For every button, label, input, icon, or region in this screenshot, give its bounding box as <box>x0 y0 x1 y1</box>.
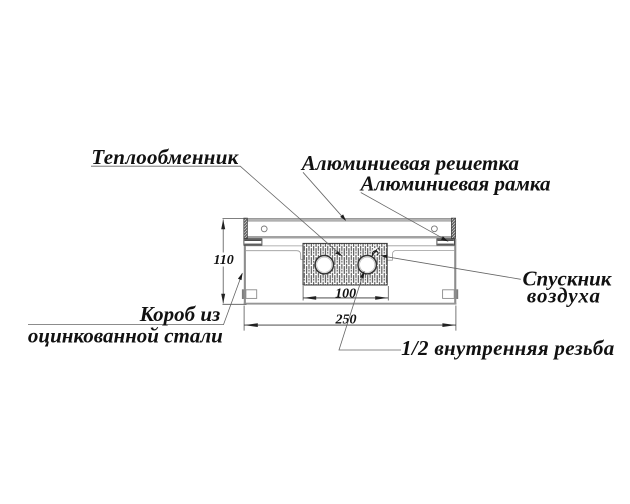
svg-text:Алюминиевая рамка: Алюминиевая рамка <box>359 172 551 196</box>
svg-text:250: 250 <box>335 313 357 328</box>
svg-text:воздуха: воздуха <box>527 284 601 308</box>
svg-text:100: 100 <box>335 286 356 301</box>
svg-text:Короб из: Короб из <box>139 302 221 326</box>
svg-text:Спускник: Спускник <box>523 266 613 290</box>
svg-text:1/2 внутренняя резьба: 1/2 внутренняя резьба <box>401 336 614 360</box>
svg-text:110: 110 <box>213 253 233 268</box>
svg-text:Теплообменник: Теплообменник <box>91 145 239 169</box>
svg-text:Алюминиевая решетка: Алюминиевая решетка <box>300 151 519 175</box>
svg-text:оцинкованной стали: оцинкованной стали <box>28 324 223 348</box>
